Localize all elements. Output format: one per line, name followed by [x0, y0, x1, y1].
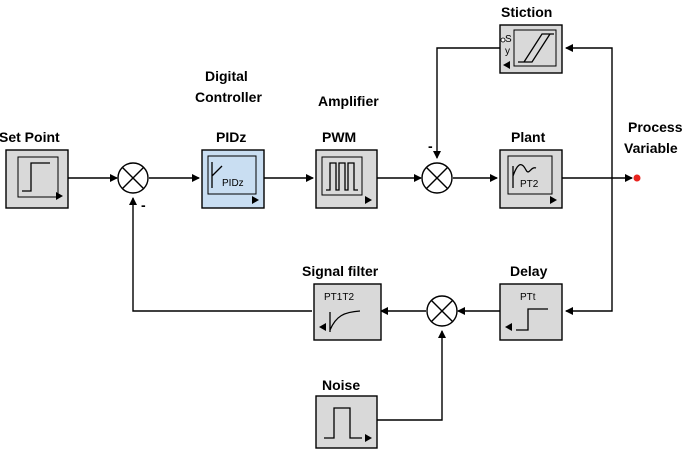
- amplifier-block[interactable]: [315, 149, 378, 209]
- delayed-step-icon: [516, 308, 548, 331]
- signal-filter-block[interactable]: PT1T2: [313, 283, 382, 341]
- stiction-label: Stiction: [501, 4, 552, 20]
- amplifier-label: Amplifier: [318, 93, 379, 109]
- process-variable-label-2: Variable: [624, 140, 678, 156]
- sum-junction-2: [421, 162, 453, 194]
- pwm-pulse-icon: [326, 162, 358, 191]
- second-order-response-icon: [512, 164, 537, 188]
- first-order-response-icon: [329, 310, 361, 332]
- delay-inner-text: PTt: [520, 292, 536, 303]
- controller-label-controller: Controller: [195, 89, 262, 105]
- pulse-icon: [324, 407, 362, 439]
- pid-response-icon: [211, 162, 223, 188]
- controller-label-pidz: PIDz: [216, 129, 246, 145]
- wire-output-to-stiction: [565, 44, 613, 178]
- wire-stiction-to-sum2: [433, 47, 500, 159]
- noise-label: Noise: [322, 377, 360, 393]
- set-point-block[interactable]: [5, 149, 69, 209]
- main-feedback-sign: -: [141, 197, 146, 213]
- wire-output-to-delay: [565, 178, 613, 315]
- stiction-block[interactable]: S y: [499, 24, 563, 74]
- process-variable-label: Process: [628, 119, 683, 135]
- noise-block[interactable]: [315, 395, 378, 449]
- controller-inner-text: PIDz: [222, 178, 244, 189]
- signal-filter-label: Signal filter: [302, 263, 379, 279]
- controller-block[interactable]: PIDz: [201, 149, 265, 209]
- output-port-dot: [633, 174, 641, 182]
- controller-label-digital: Digital: [205, 68, 248, 84]
- sum-junction-3: [426, 295, 458, 327]
- delay-label: Delay: [510, 263, 548, 279]
- plant-block[interactable]: PT2: [499, 149, 563, 209]
- signal-wires: [68, 44, 633, 421]
- delay-block[interactable]: PTt: [499, 283, 563, 341]
- stiction-port-y: y: [505, 46, 510, 57]
- amplifier-label-pwm: PWM: [322, 129, 356, 145]
- stiction-feedback-sign: -: [428, 138, 433, 154]
- sum-junction-1: [117, 162, 149, 194]
- signal-filter-inner-text: PT1T2: [324, 292, 354, 303]
- wire-filter-to-sum1: [129, 197, 312, 312]
- plant-label: Plant: [511, 129, 546, 145]
- plant-inner-text: PT2: [520, 179, 539, 190]
- stiction-port-s: S: [505, 34, 512, 45]
- set-point-label: Set Point: [0, 129, 60, 145]
- step-icon: [22, 162, 50, 192]
- hysteresis-icon: [518, 33, 554, 63]
- wire-noise-to-sum3: [377, 330, 446, 421]
